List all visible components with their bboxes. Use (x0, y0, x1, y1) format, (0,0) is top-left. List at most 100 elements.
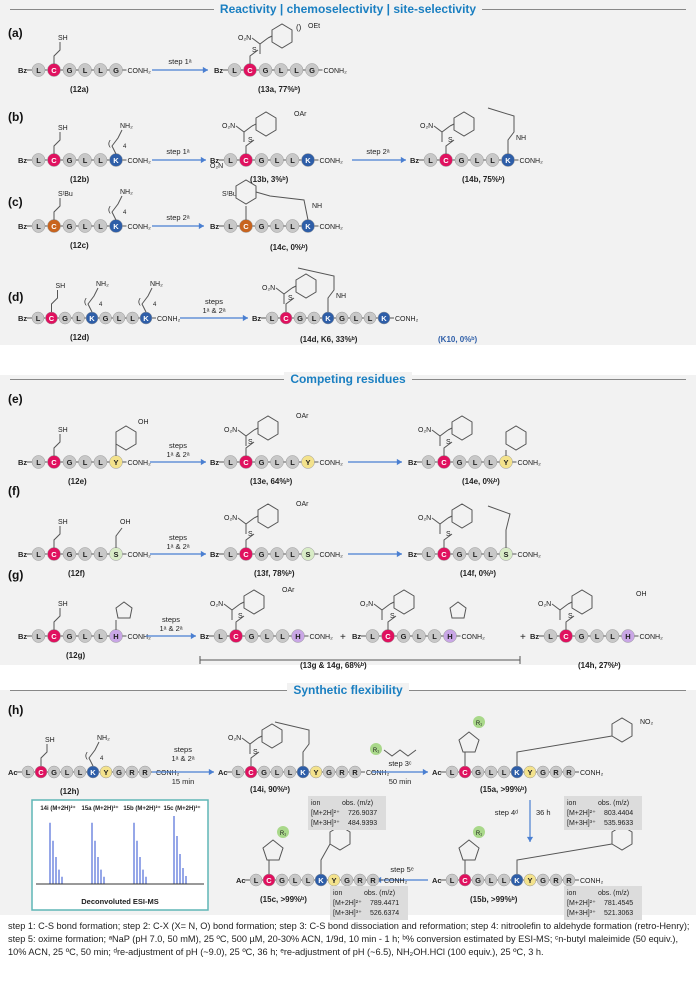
ms-table-15b-ion-1: [M+3H]³⁺ (567, 910, 596, 917)
peptide-15b-res-label-3: L (489, 876, 494, 885)
peptide-13g-res-label-4: L (280, 632, 285, 641)
arm-13b-no2: O₂N (222, 123, 235, 130)
peptide-14g-res-label-0: L (370, 632, 375, 641)
imidazole-12g (115, 601, 133, 619)
nh2-12c-paren: ( (108, 205, 111, 214)
sh-12e-label: SH (58, 427, 68, 434)
peptide-13a-cterm: CONH₂ (324, 68, 348, 75)
peptide-14d-res-label-4: K (325, 314, 331, 323)
ms-table-15c-obs-1: 526.6374 (370, 910, 399, 917)
peptide-12b-res-label-4: L (98, 156, 103, 165)
oh-12e: OH (138, 419, 149, 426)
sh-12b-label: SH (58, 125, 68, 132)
peptide-12b-res-label-3: L (83, 156, 88, 165)
arrow-f1-text1: steps (169, 533, 187, 542)
peptide-12g-res-label-5: H (113, 632, 118, 641)
peptide-12c-res-label-5: K (113, 222, 119, 231)
peptide-15c-res-label-9: R (370, 876, 376, 885)
arrow-a1-head (202, 66, 208, 74)
peptide-13f-nterm: Bz (210, 550, 219, 559)
sh-12d-side (51, 290, 58, 312)
link-14g-s (387, 615, 397, 630)
link-13b-s (245, 139, 255, 154)
peptide-14f-nterm: Bz (408, 550, 417, 559)
sh-12a-label: SH (58, 35, 68, 42)
r-group-15c-label: R₁ (280, 831, 286, 837)
peptide-14e-nterm: Bz (408, 458, 417, 467)
label-15b: (15b, >99%ᵇ) (470, 895, 518, 904)
peptide-14h-res-label-0: L (548, 632, 553, 641)
peptide-12c-res-label-1: C (51, 222, 57, 231)
peptide-14d-res-label-6: L (354, 314, 359, 323)
peptide-12h-cterm: CONH₂ (156, 770, 180, 777)
panel-label-c: (c) (8, 195, 23, 209)
linker-15b (516, 843, 613, 874)
r-group-reagent (370, 743, 382, 755)
peptide-15c-cterm: CONH₂ (384, 878, 408, 885)
peptide-12b-res-label-2: G (67, 156, 73, 165)
ms-table-15b-ion-0: [M+2H]²⁺ (567, 900, 596, 907)
link-13b-S: S (248, 137, 253, 144)
peptide-12h-res-label-3: L (65, 768, 70, 777)
peptide-14e-res-label-4: L (488, 458, 493, 467)
ms-table-15a-bg (564, 796, 642, 830)
arrow-d-text2: 1ᵃ & 2ᵃ (202, 306, 225, 315)
peptide-12h-res-label-1: C (38, 768, 44, 777)
esi-peak-title-0: 14i (M+2H)²⁺ (40, 805, 75, 812)
peptide-13e-cterm: CONH₂ (320, 460, 344, 467)
peptide-13e-res-label-1: C (243, 458, 249, 467)
panel-label-b: (b) (8, 110, 24, 124)
peptide-13b-res-label-5: K (305, 156, 311, 165)
peptide-12a-res-label-2: G (67, 66, 73, 75)
peptide-12g-res-label-0: L (36, 632, 41, 641)
label-12a: (12a) (70, 85, 89, 94)
peptide-15a-res-label-9: R (566, 768, 572, 777)
peptide-14g-nterm: Bz (352, 632, 361, 641)
peptide-14i-nterm: Ac (218, 768, 228, 777)
peptide-14d-res-label-5: G (339, 314, 345, 323)
arm-14h-ring-link (567, 601, 573, 605)
arm-13f-no2: O₂N (224, 515, 237, 522)
r-group-15b-label: R₁ (476, 831, 482, 837)
sh-12d-label: SH (56, 283, 66, 290)
peptide-14i-res-label-4: L (288, 768, 293, 777)
peptide-12e-nterm: Bz (18, 458, 27, 467)
oet-13a: OEt (308, 23, 320, 30)
label-14b: (14b, 75%ᵇ) (462, 175, 505, 184)
ms-table-14i-head-ion: ion (311, 800, 320, 807)
sh-12h-side (40, 744, 48, 766)
peptide-15a-res-label-8: R (553, 768, 559, 777)
peptide-13f-res-label-1: C (243, 550, 249, 559)
arm-14e-no2: O₂N (418, 427, 431, 434)
peptide-15c-res-label-7: G (344, 876, 350, 885)
arm-13g-chain (223, 603, 241, 611)
peptide-12c-res-label-4: L (98, 222, 103, 231)
peptide-12e-cterm: CONH₂ (128, 460, 152, 467)
peptide-12g-res-label-4: L (98, 632, 103, 641)
peptide-15c-res-label-8: R (357, 876, 363, 885)
nh2-12h-side (88, 741, 100, 767)
peptide-15c-res-label-1: C (266, 876, 272, 885)
peptide-15b-res-label-8: R (553, 876, 559, 885)
peptide-12c-res-label-3: L (83, 222, 88, 231)
ms-table-15c-head-obs: obs. (m/z) (364, 890, 395, 897)
peptide-14h-cterm: CONH₂ (640, 634, 664, 641)
nh2-12b-side (111, 129, 123, 155)
nh2-12h-paren: ( (85, 751, 88, 760)
ms-table-15c-head-ion: ion (333, 890, 342, 897)
plus-g2: + (520, 632, 526, 643)
peptide-12a-res-label-3: L (83, 66, 88, 75)
sh-12a-side (53, 42, 61, 64)
peptide-14e-res-label-1: C (441, 458, 447, 467)
arm-13g-no2: O₂N (210, 601, 223, 608)
arrow-f1-text2: 1ᵃ & 2ᵃ (166, 542, 189, 551)
peptide-15b-res-label-2: G (475, 876, 481, 885)
peptide-13b-res-label-3: L (275, 156, 280, 165)
peptide-12e-res-label-4: L (98, 458, 103, 467)
linker-14c (255, 191, 309, 221)
arrow-e1-text1: steps (169, 441, 187, 450)
peptide-12h-res-label-2: G (51, 768, 57, 777)
peptide-14b-res-label-0: L (428, 156, 433, 165)
oar-13g: OAr (282, 587, 295, 594)
label-14i: (14i, 90%ᵇ) (250, 785, 290, 794)
